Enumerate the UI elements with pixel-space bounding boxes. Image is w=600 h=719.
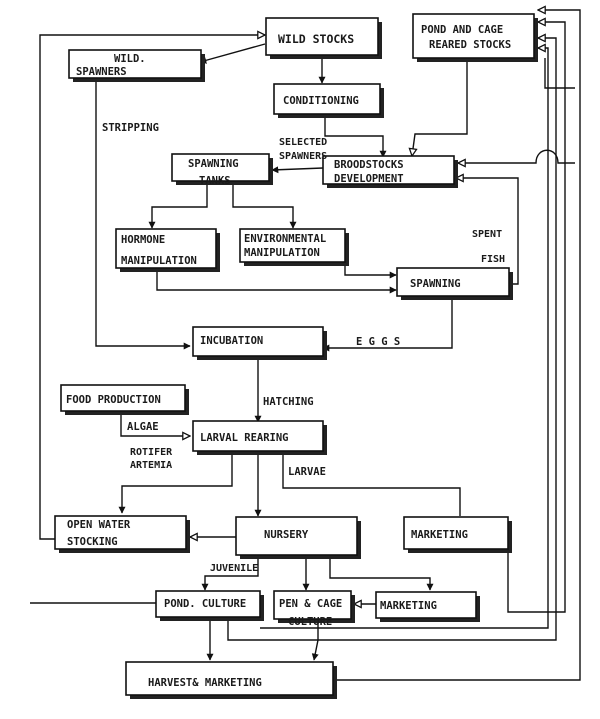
- node-conditioning: CONDITIONING: [273, 83, 384, 118]
- larval-rearing-label: LARVAL REARING: [200, 432, 289, 444]
- return-line-b: [227, 38, 557, 641]
- nursery-to-marketing-arrow: [329, 557, 434, 591]
- environmental-label: ENVIRONMENTAL: [244, 233, 326, 245]
- stripping-to-incubation-arrow: [95, 78, 191, 350]
- nursery-label: NURSERY: [264, 529, 309, 541]
- pen-cage-label: CULTURE: [288, 616, 332, 628]
- food-to-larval-arrow: [120, 412, 190, 436]
- broodstocks-label: BROODSTOCKS: [334, 159, 404, 171]
- harvest-marketing-label: HARVEST& MARKETING: [148, 677, 262, 689]
- return-line-a: [507, 22, 566, 613]
- selected-spawners-label: SPAWNERS: [279, 151, 327, 162]
- juvenile-label: JUVENILE: [210, 563, 258, 574]
- node-harvest-marketing: HARVEST& MARKETING: [125, 661, 337, 699]
- broodstocks-to-spawning-tanks-arrow: [271, 166, 324, 174]
- algae-label: ALGAE: [127, 421, 159, 433]
- hormone-label: MANIPULATION: [121, 255, 197, 267]
- node-pen-cage-culture: PEN & CAGE CULTURE: [273, 590, 355, 628]
- spawning-tanks-label: SPAWNING: [188, 158, 239, 170]
- spent-fish-label: SPENT: [472, 229, 502, 240]
- node-pond-cage-reared-stocks: POND AND CAGE REARED STOCKS: [412, 13, 538, 62]
- rotifer-artemia-label: ROTIFER: [130, 447, 173, 458]
- stripping-label: STRIPPING: [102, 122, 159, 134]
- selected-spawners-label: SELECTED: [279, 137, 327, 148]
- hormone-to-spawning-arrow: [156, 270, 397, 294]
- marketing-bottom-label: MARKETING: [380, 600, 437, 612]
- spawning-label: SPAWNING: [410, 278, 461, 290]
- open-water-label: STOCKING: [67, 536, 118, 548]
- node-food-production: FOOD PRODUCTION: [60, 384, 189, 415]
- node-marketing-bottom: MARKETING: [375, 591, 480, 622]
- rotifer-artemia-label: ARTEMIA: [130, 460, 172, 471]
- connectors: [30, 10, 581, 681]
- larvae-to-marketing-line: [282, 453, 461, 516]
- marketing-right-label: MARKETING: [411, 529, 468, 541]
- node-pond-culture: POND. CULTURE: [155, 590, 264, 621]
- edge-labels: STRIPPING SELECTED SPAWNERS SPENT FISH E…: [102, 122, 505, 574]
- hatching-label: HATCHING: [263, 396, 314, 408]
- nursery-to-pond-culture-arrow: [201, 557, 259, 591]
- wild-spawners-label: WILD.: [114, 53, 146, 65]
- spawning-to-incubation-arrow: [322, 296, 453, 352]
- conditioning-label: CONDITIONING: [283, 95, 359, 107]
- wild-to-reared-return-line: [544, 58, 575, 89]
- node-larval-rearing: LARVAL REARING: [192, 420, 327, 455]
- right-bus-to-broodstocks-arrow: [458, 149, 575, 163]
- larval-to-open-water-arrow: [118, 453, 233, 514]
- eggs-label: E G G S: [356, 336, 400, 348]
- node-nursery: NURSERY: [235, 516, 361, 559]
- harvest-return-line: [337, 10, 581, 681]
- spent-fish-label: FISH: [481, 254, 505, 265]
- broodstocks-label: DEVELOPMENT: [334, 173, 404, 185]
- reared-stocks-to-broodstocks-arrow: [412, 62, 468, 156]
- pen-cage-label: PEN & CAGE: [279, 598, 342, 610]
- pond-cage-reared-label: POND AND CAGE: [421, 24, 503, 36]
- conditioning-to-broodstocks-arrow: [324, 116, 387, 158]
- node-hormone-manipulation: HORMONE MANIPULATION: [115, 228, 220, 272]
- node-wild-spawners: WILD. SPAWNERS: [68, 49, 205, 82]
- spawning-tanks-label: TANKS: [199, 175, 231, 187]
- open-water-loop-line: [39, 100, 55, 540]
- food-production-label: FOOD PRODUCTION: [66, 394, 161, 406]
- node-wild-stocks: WILD STOCKS: [265, 17, 382, 59]
- environmental-label: MANIPULATION: [244, 247, 320, 259]
- pond-cage-reared-label: REARED STOCKS: [429, 39, 511, 51]
- open-water-label: OPEN WATER: [67, 519, 131, 531]
- wild-spawners-to-wild-stocks-arrow: [39, 35, 265, 100]
- node-environmental-manipulation: ENVIRONMENTAL MANIPULATION: [239, 228, 349, 266]
- wild-spawners-label: SPAWNERS: [76, 66, 127, 78]
- larvae-label: LARVAE: [288, 466, 326, 478]
- tanks-to-environmental-arrow: [232, 185, 297, 229]
- node-incubation: INCUBATION: [192, 326, 327, 360]
- incubation-label: INCUBATION: [200, 335, 263, 347]
- node-marketing-right: MARKETING: [403, 516, 512, 553]
- node-broodstocks-development: BROODSTOCKS DEVELOPMENT: [322, 155, 458, 188]
- tanks-to-hormone-arrow: [148, 185, 208, 229]
- hormone-label: HORMONE: [121, 234, 165, 246]
- pond-culture-label: POND. CULTURE: [164, 598, 246, 610]
- node-open-water-stocking: OPEN WATER STOCKING: [54, 515, 190, 553]
- node-spawning-tanks: SPAWNING TANKS: [171, 153, 273, 187]
- wild-stocks-label: WILD STOCKS: [278, 32, 354, 46]
- node-spawning: SPAWNING: [396, 267, 513, 300]
- environmental-to-spawning-arrow: [344, 264, 397, 279]
- wild-stocks-to-wild-spawners-arrow: [199, 43, 266, 64]
- return-line-c: [260, 48, 549, 629]
